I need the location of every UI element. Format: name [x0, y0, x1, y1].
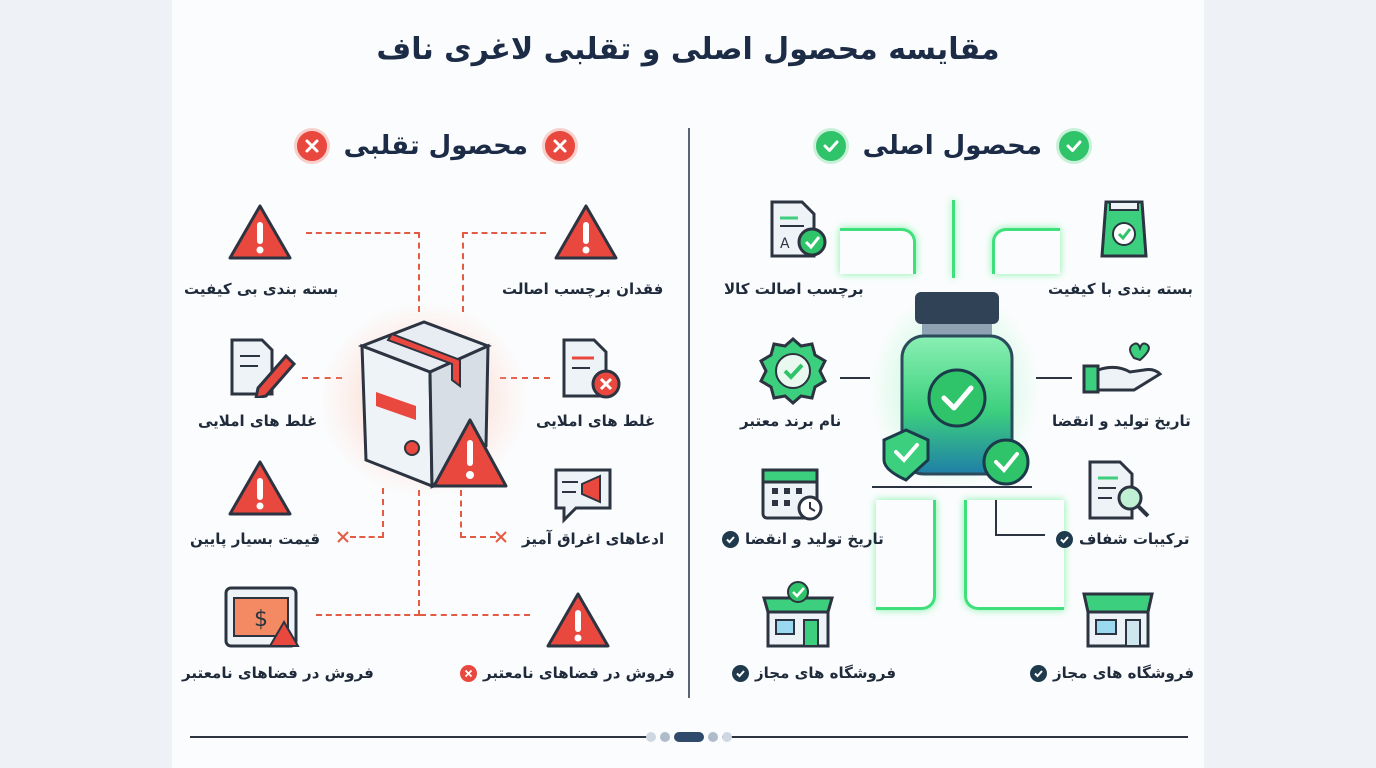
connector: [876, 500, 936, 610]
close-icon: [460, 664, 477, 682]
bottle-icon: [870, 280, 1040, 490]
check-icon: [1056, 530, 1073, 548]
label-typos: غلط های املایی: [198, 412, 318, 430]
box-icon: [320, 300, 530, 500]
warning-icon: [544, 590, 612, 650]
footer-line: [190, 736, 654, 738]
check-icon: [1056, 128, 1092, 164]
connector: [840, 228, 916, 274]
label-production-date: تاریخ تولید و انقضا: [1052, 412, 1191, 430]
close-icon: [293, 128, 330, 164]
label-typos: غلط های املایی: [536, 412, 656, 430]
genuine-heading-text: محصول اصلی: [862, 131, 1042, 161]
page-title: مقایسه محصول اصلی و تقلبی لاغری ناف: [376, 32, 1000, 67]
connector: [992, 228, 1060, 274]
label-authorized-store: فروشگاه های مجاز: [732, 664, 896, 682]
document-error-icon: [560, 336, 624, 402]
label-text: فروشگاه های مجاز: [1053, 664, 1195, 682]
check-icon: [812, 128, 849, 164]
price-tag-icon: $: [222, 584, 302, 650]
connector: [302, 377, 342, 379]
connector: [840, 377, 870, 379]
connector: [952, 200, 955, 278]
pagination-dot[interactable]: [708, 732, 718, 742]
footer-line: [722, 736, 1188, 738]
pagination-dot-active[interactable]: [674, 732, 704, 742]
label-brand-name: نام برند معتبر: [740, 412, 842, 430]
close-icon: [542, 128, 578, 164]
pencil-icon: [228, 336, 298, 398]
search-document-icon: [1086, 458, 1156, 524]
genuine-heading: محصول اصلی: [812, 124, 1092, 168]
close-icon: [494, 530, 508, 544]
label-invalid-sale: فروش در فضاهای نامعتبر: [182, 664, 374, 682]
connector: [964, 500, 1064, 610]
label-poor-packaging: بسته بندی بی کیفیت: [184, 280, 339, 298]
label-low-price: قیمت بسیار پایین: [190, 530, 321, 548]
store-icon: [760, 580, 836, 650]
document-icon: A: [766, 198, 828, 262]
pagination-dot[interactable]: [646, 732, 656, 742]
connector: [995, 500, 997, 536]
label-production-date-check: تاریخ تولید و انقضا: [722, 530, 884, 548]
connector: [316, 490, 420, 616]
svg-text:A: A: [780, 236, 790, 252]
label-authenticity-tag: برچسب اصالت کالا: [724, 280, 864, 298]
check-icon: [732, 664, 749, 682]
check-icon: [1030, 664, 1047, 682]
connector: [462, 232, 546, 312]
warning-icon: [226, 202, 294, 262]
pagination-dot[interactable]: [722, 732, 732, 742]
close-icon: [336, 530, 350, 544]
check-icon: [722, 530, 739, 548]
connector: [350, 488, 384, 538]
store-icon: [1080, 584, 1156, 650]
label-transparent-ingredients: ترکیبات شفاف: [1056, 530, 1189, 548]
megaphone-icon: [552, 464, 622, 526]
fake-heading-text: محصول تقلبی: [343, 131, 528, 161]
label-quality-packaging: بسته بندی با کیفیت: [1048, 280, 1193, 298]
label-text: ترکیبات شفاف: [1079, 530, 1190, 548]
connector: [1036, 377, 1072, 379]
warning-icon: [226, 458, 294, 518]
label-exaggerated-claims: ادعاهای اغراق آمیز: [522, 530, 665, 548]
pagination-dot[interactable]: [660, 732, 670, 742]
center-divider: [688, 128, 690, 698]
hand-heart-icon: [1082, 340, 1164, 396]
connector: [995, 534, 1045, 536]
bag-icon: [1096, 196, 1152, 262]
fake-heading: محصول تقلبی: [288, 124, 578, 168]
connector: [420, 614, 530, 616]
warning-icon: [552, 202, 620, 262]
connector: [306, 232, 420, 312]
connector: [460, 490, 496, 538]
label-text: تاریخ تولید و انقضا: [745, 530, 884, 548]
label-text: فروش در فضاهای نامعتبر: [483, 664, 675, 682]
label-no-authenticity: فقدان برچسب اصالت: [502, 280, 664, 298]
label-invalid-sale-x: فروش در فضاهای نامعتبر: [460, 664, 675, 682]
label-authorized-store: فروشگاه های مجاز: [1030, 664, 1194, 682]
badge-icon: [758, 336, 828, 406]
svg-text:$: $: [254, 607, 268, 632]
label-text: فروشگاه های مجاز: [755, 664, 897, 682]
calendar-icon: [760, 462, 826, 522]
